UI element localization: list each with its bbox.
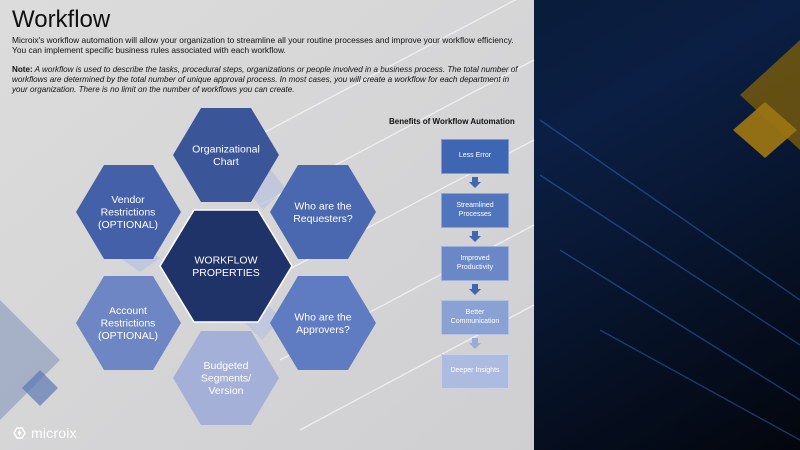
hexagon-label-line: Organizational xyxy=(192,143,260,155)
intro-paragraph: Microix's workflow automation will allow… xyxy=(12,35,514,55)
note-label: Note: xyxy=(12,65,33,74)
note-paragraph: Note: A workflow is used to describe the… xyxy=(12,65,527,95)
benefits-title: Benefits of Workflow Automation xyxy=(389,117,515,126)
hexagon-organizational-shape xyxy=(173,108,279,202)
hexagon-account-shape xyxy=(76,276,181,370)
hexagon-label-line: (OPTIONAL) xyxy=(98,330,158,342)
hexagon-vendor-shape xyxy=(76,165,181,259)
flow-arrow-down xyxy=(469,338,481,349)
microix-logo-icon xyxy=(13,427,26,439)
benefit-step: Deeper Insights xyxy=(441,354,509,389)
microix-logo-text: microix xyxy=(31,425,77,441)
page-title: Workflow xyxy=(12,6,111,33)
hexagon-label-line: Segments/ xyxy=(201,373,251,385)
benefit-step: Improved Productivity xyxy=(441,246,509,281)
hexagon-label-line: Requesters? xyxy=(293,213,353,225)
hexagon-label-line: Approvers? xyxy=(296,324,350,336)
hexagon-label-line: WORKFLOW xyxy=(195,254,258,266)
benefit-step: Less Error xyxy=(441,139,509,174)
hexagon-label-line: Account xyxy=(109,305,147,317)
benefit-step: Better Communication xyxy=(441,300,509,335)
flow-arrow-down xyxy=(469,231,481,242)
hexagon-label-line: PROPERTIES xyxy=(192,267,260,279)
hexagon-label-line: Version xyxy=(208,385,243,397)
hexagon-center-shape xyxy=(159,209,293,323)
hexagon-budgeted-shape xyxy=(173,331,279,425)
hexagon-label-line: Who are the xyxy=(294,311,351,323)
benefit-step: Streamlined Processes xyxy=(441,193,509,228)
hexagon-approvers-shape xyxy=(270,276,376,370)
hexagon-label-line: Restrictions xyxy=(101,318,156,330)
hexagon-label-line: Restrictions xyxy=(101,207,156,219)
hexagon-label-line: Vendor xyxy=(111,194,145,206)
hexagon-label-line: Chart xyxy=(213,156,239,168)
flow-arrow-down xyxy=(469,177,481,188)
hexagon-label-line: Who are the xyxy=(294,200,351,212)
flow-arrow-down xyxy=(469,284,481,295)
hexagon-requesters-shape xyxy=(270,165,376,259)
microix-logo: microix xyxy=(12,425,77,441)
hexagon-label-line: (OPTIONAL) xyxy=(98,219,158,231)
hexagon-label-line: Budgeted xyxy=(204,360,249,372)
note-text: A workflow is used to describe the tasks… xyxy=(12,65,518,94)
